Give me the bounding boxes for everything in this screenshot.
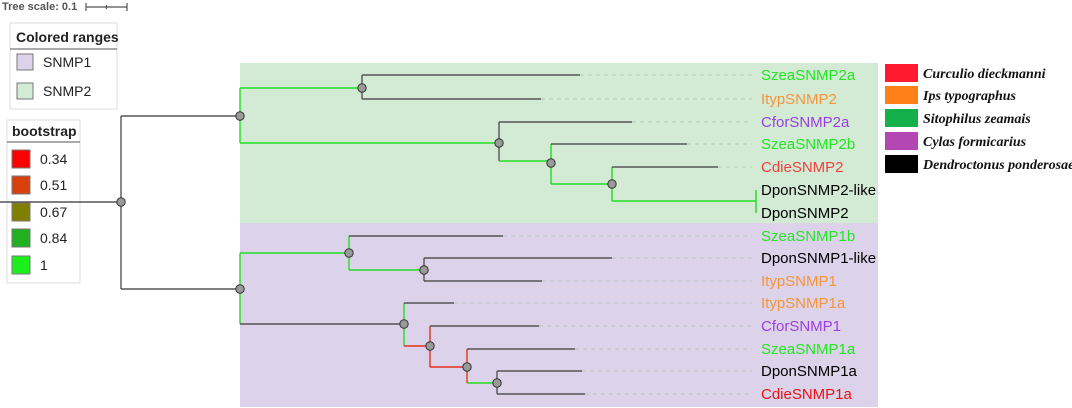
snmp2-swatch xyxy=(16,82,34,100)
species-label-2: Sitophilus zeamais xyxy=(923,112,1031,127)
species-label-3: Cylas formicarius xyxy=(923,135,1027,150)
snmp2-legend-label: SNMP2 xyxy=(43,83,91,99)
node xyxy=(462,362,472,372)
leaf-label: CforSNMP2a xyxy=(761,114,850,131)
leaf-label: SzeaSNMP2b xyxy=(761,136,855,153)
leaf-label: ItypSNMP1a xyxy=(761,295,846,312)
leaf-label: ItypSNMP1 xyxy=(761,273,837,290)
snmp1-swatch xyxy=(16,53,34,71)
leaf-label: SzeaSNMP1b xyxy=(761,228,855,245)
node xyxy=(344,248,354,258)
node-snmp1 xyxy=(235,284,245,294)
species-swatch-0 xyxy=(885,64,918,82)
node xyxy=(399,319,409,329)
node xyxy=(494,138,504,148)
node xyxy=(419,265,429,275)
colored-ranges-title: Colored ranges xyxy=(16,29,119,45)
node-root xyxy=(116,197,126,207)
bootstrap-label-4: 1 xyxy=(40,257,48,273)
node xyxy=(492,378,502,388)
bootstrap-legend: bootstrap 0.34 0.51 0.67 0.84 1 xyxy=(6,119,81,284)
bootstrap-label-2: 0.67 xyxy=(40,204,67,220)
species-label-1: Ips typographus xyxy=(922,89,1017,104)
bootstrap-label-1: 0.51 xyxy=(40,177,67,193)
snmp1-legend-label: SNMP1 xyxy=(43,54,91,70)
species-swatch-2 xyxy=(885,109,918,127)
species-label-4: Dendroctonus ponderosae xyxy=(922,158,1072,173)
node xyxy=(357,83,367,93)
node-snmp2 xyxy=(235,111,245,121)
leaf-labels: SzeaSNMP2a ItypSNMP2 CforSNMP2a SzeaSNMP… xyxy=(761,67,876,403)
species-label-0: Curculio dieckmanni xyxy=(923,67,1046,82)
node xyxy=(546,158,556,168)
tree-scale-label: Tree scale: 0.1 xyxy=(2,1,77,13)
leaf-label: DponSNMP2-like xyxy=(761,182,876,199)
leaf-label: SzeaSNMP2a xyxy=(761,67,856,84)
tree-nodes xyxy=(116,83,617,388)
bootstrap-swatch-4 xyxy=(11,255,31,275)
bootstrap-swatch-2 xyxy=(11,202,31,222)
species-swatch-4 xyxy=(885,155,918,173)
bootstrap-swatch-1 xyxy=(11,175,31,195)
leaf-label: DponSNMP1-like xyxy=(761,250,876,267)
species-legend: Curculio dieckmanni Ips typographus Sito… xyxy=(885,64,1072,173)
species-swatch-1 xyxy=(885,86,918,104)
leaf-label: CdieSNMP1a xyxy=(761,386,853,403)
leaf-label: CdieSNMP2 xyxy=(761,159,844,176)
leaf-label: DponSNMP1a xyxy=(761,363,858,380)
colored-ranges-legend: Colored ranges SNMP1 SNMP2 xyxy=(9,22,119,110)
bootstrap-swatch-3 xyxy=(11,228,31,248)
leaf-label: SzeaSNMP1a xyxy=(761,341,856,358)
bootstrap-label-3: 0.84 xyxy=(40,230,67,246)
leaf-label: ItypSNMP2 xyxy=(761,91,837,108)
bootstrap-title: bootstrap xyxy=(12,123,77,139)
tree-branches xyxy=(0,74,757,395)
leaf-label: CforSNMP1 xyxy=(761,318,841,335)
bootstrap-swatch-0 xyxy=(11,149,31,169)
node xyxy=(425,341,435,351)
tree-scale: Tree scale: 0.1 xyxy=(2,1,128,13)
species-swatch-3 xyxy=(885,132,918,150)
bootstrap-label-0: 0.34 xyxy=(40,151,67,167)
node xyxy=(607,179,617,189)
leaf-label: DponSNMP2 xyxy=(761,205,849,222)
leaf-guides xyxy=(454,74,752,395)
